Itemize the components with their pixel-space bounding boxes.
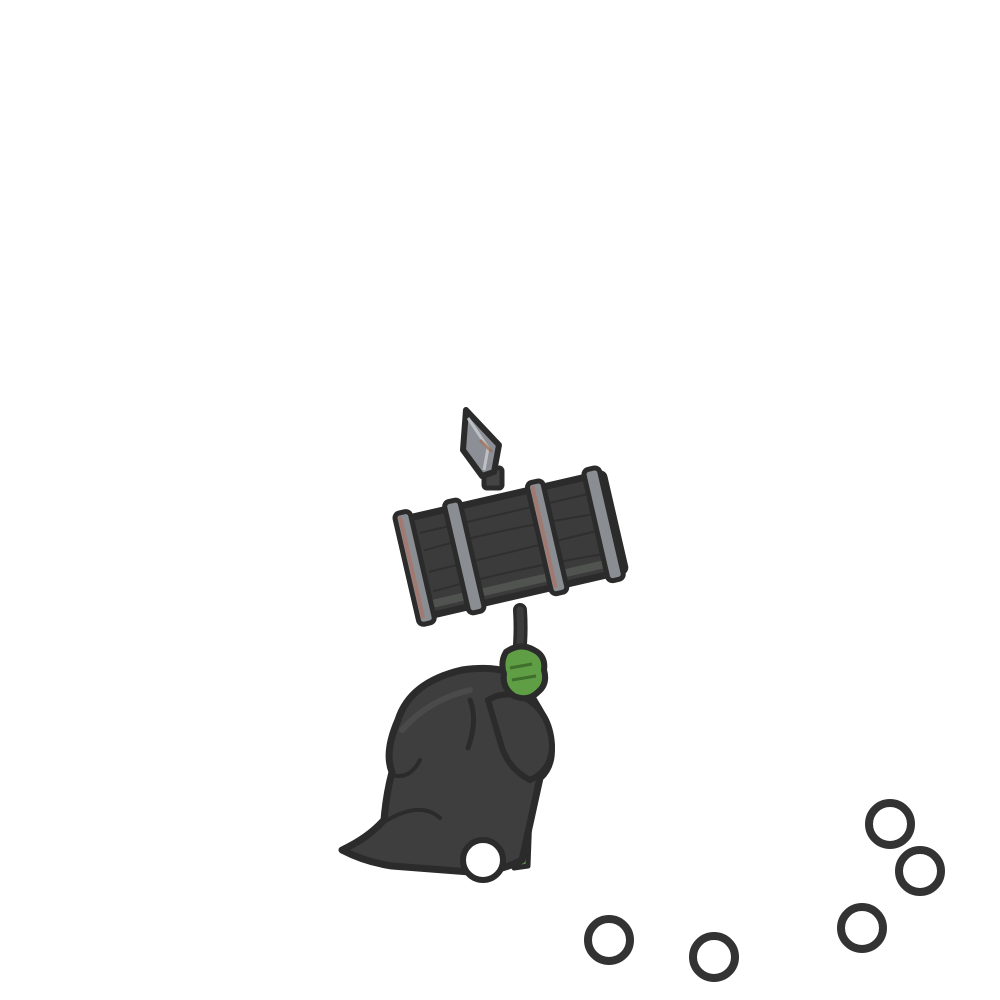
ring-group [460,799,945,982]
ring-6 [895,846,945,896]
goblin-character [338,643,555,876]
goblin-hand [499,643,549,702]
ring-3 [689,932,739,982]
hammer-bands [392,465,626,627]
ring-5 [865,799,915,849]
hammer-spike [460,407,505,491]
hammer-head [392,465,629,627]
ring-4 [837,903,887,953]
war-hammer [392,407,629,679]
ring-1 [460,837,506,883]
ring-2 [584,915,634,965]
